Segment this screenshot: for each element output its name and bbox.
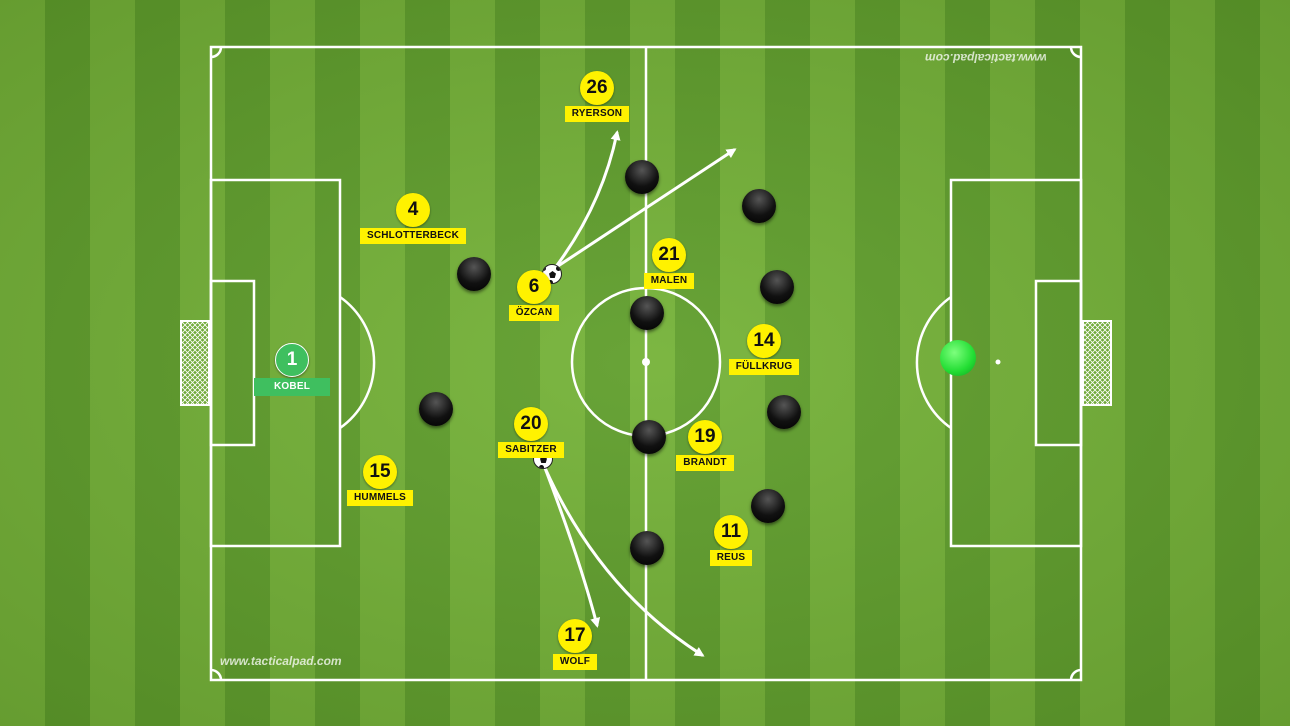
corner-arc-top-left [210, 46, 223, 59]
player-sabitzer[interactable]: 20 SABITZER [471, 407, 591, 458]
player-brandt[interactable]: 19 BRANDT [645, 420, 765, 471]
opponent-player[interactable] [630, 296, 664, 330]
player-number: 15 [363, 455, 397, 489]
player-name: WOLF [552, 654, 598, 670]
right-goal-net [1082, 320, 1112, 406]
opponent-player[interactable] [767, 395, 801, 429]
player-number: 6 [517, 270, 551, 304]
player-schlotterbeck[interactable]: 4 SCHLOTTERBECK [353, 193, 473, 244]
player-number: 19 [688, 420, 722, 454]
corner-arc-bottom-left [210, 668, 223, 681]
player-number: 11 [714, 515, 748, 549]
opponent-player[interactable] [742, 189, 776, 223]
center-spot [642, 358, 650, 366]
opponent-player[interactable] [419, 392, 453, 426]
pass-arrow-to-ryerson [553, 130, 621, 270]
player-name: SABITZER [498, 442, 564, 458]
player-name: RYERSON [564, 106, 630, 122]
opponent-player[interactable] [751, 489, 785, 523]
player-wolf[interactable]: 17 WOLF [515, 619, 635, 670]
player-number: 20 [514, 407, 548, 441]
player-ozcan[interactable]: 6 ÖZCAN [474, 270, 594, 321]
left-six-yard-box [209, 279, 256, 447]
player-name: REUS [709, 550, 753, 566]
opponent-player[interactable] [625, 160, 659, 194]
opponent-player[interactable] [760, 270, 794, 304]
player-name: BRANDT [676, 455, 734, 471]
watermark-bottom: www.tacticalpad.com [220, 654, 342, 668]
player-name: FÜLLKRUG [728, 359, 800, 375]
player-number: 26 [580, 71, 614, 105]
opponent-player[interactable] [630, 531, 664, 565]
player-name: KOBEL [254, 378, 330, 396]
opponent-goalkeeper[interactable] [940, 340, 976, 376]
player-number: 14 [747, 324, 781, 358]
corner-arc-top-right [1069, 46, 1082, 59]
player-reus[interactable]: 11 REUS [671, 515, 791, 566]
right-penalty-spot [995, 359, 1001, 365]
player-number: 21 [652, 238, 686, 272]
player-name: MALEN [643, 273, 695, 289]
watermark-top: www.tacticalpad.com [925, 51, 1047, 65]
player-number: 4 [396, 193, 430, 227]
right-penalty-arc [915, 295, 952, 430]
pass-arrow-forward-right [553, 148, 737, 270]
player-ryerson[interactable]: 26 RYERSON [537, 71, 657, 122]
player-name: ÖZCAN [508, 305, 560, 321]
player-malen[interactable]: 21 MALEN [609, 238, 729, 289]
player-name: SCHLOTTERBECK [359, 228, 467, 244]
pass-arrow-forward-down [543, 466, 705, 657]
player-name: HUMMELS [347, 490, 413, 506]
opponent-player[interactable] [632, 420, 666, 454]
player-hummels[interactable]: 15 HUMMELS [320, 455, 440, 506]
right-six-yard-box [1034, 279, 1083, 447]
player-number: 17 [558, 619, 592, 653]
corner-arc-bottom-right [1069, 668, 1082, 681]
player-kobel[interactable]: 1 KOBEL [232, 343, 352, 396]
left-goal-net [180, 320, 210, 406]
player-number: 1 [275, 343, 309, 377]
opponent-player[interactable] [457, 257, 491, 291]
left-penalty-arc [339, 295, 376, 430]
player-fullkrug[interactable]: 14 FÜLLKRUG [704, 324, 824, 375]
pass-arrow-to-wolf [543, 466, 601, 628]
